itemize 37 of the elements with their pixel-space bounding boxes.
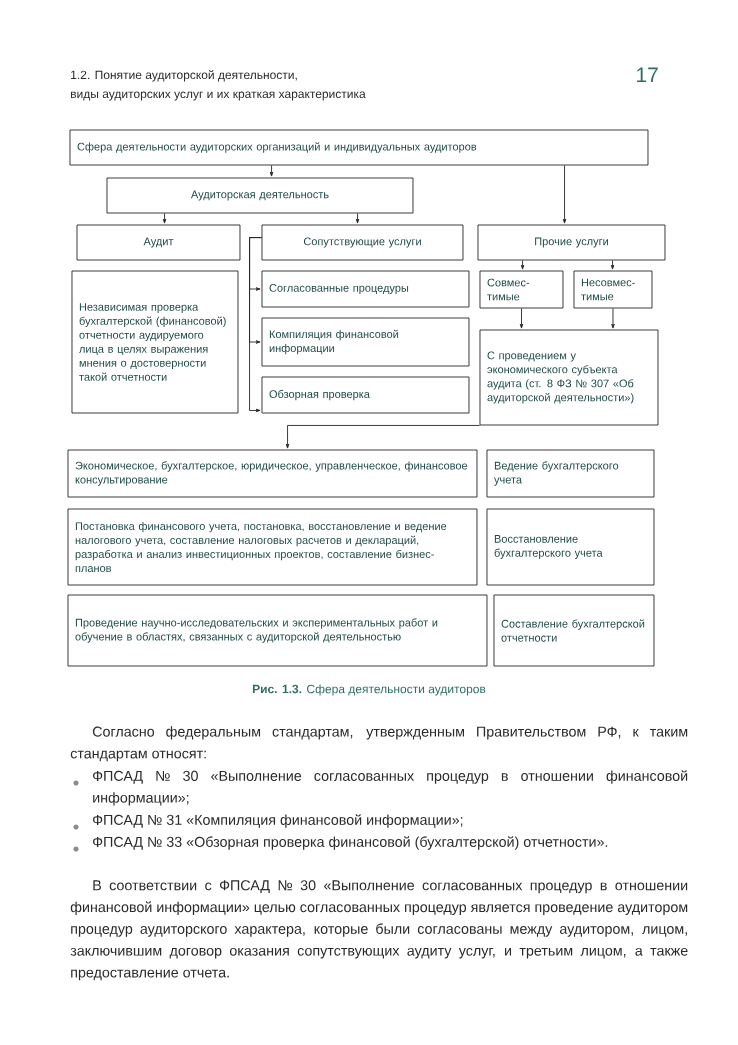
paragraph: Согласно федеральным стандартам, утвержденным Правительством РФ, к таким стандартам относят: — [70, 726, 688, 762]
process-box: Аудит — [76, 224, 241, 261]
list-item: ФПСАД № 33 «Обзорная проверка финансовой (бухгалтерской) отчетности». — [93, 836, 608, 850]
process-box: Постановка финансового учета, постановка, восстановление и ведение налогового учета, составление налоговых расчетов и деклараций, разработка и анализ инвестиционных проектов, составление бизнес-планов — [67, 508, 478, 586]
page-number: 17 — [637, 67, 658, 82]
arrow — [249, 237, 262, 413]
arrow — [355, 213, 360, 224]
arrow — [519, 308, 524, 329]
process-box: Проведение научно-исследовательских и экспериментальных работ и обучение в областях, связанных с аудиторской деятельностью — [67, 594, 488, 667]
list-item: ФПСАД № 30 «Выполнение согласованных процедур в отношении финансовой информации»; — [93, 770, 688, 806]
process-box: Аудиторская деятельность — [106, 177, 414, 214]
process-box: Обзорная проверка — [261, 376, 470, 414]
process-box: Сопутствующие услуги — [261, 224, 464, 261]
process-box: Компиляция финансовой информации — [261, 317, 470, 367]
process-box: Несовмес-тимые — [573, 270, 653, 309]
arrow — [610, 260, 615, 270]
running-header: виды аудиторских услуг и их краткая характеристика — [71, 91, 366, 101]
arrow — [520, 260, 525, 270]
figure-caption: Рис. 1.3. Сфера деятельности аудиторов — [252, 684, 486, 696]
process-box: Восстановление бухгалтерского учета — [486, 508, 655, 586]
process-box: Прочие услуги — [477, 224, 666, 261]
process-box: С проведением у экономического субъекта аудита (ст. 8 ФЗ № 307 «Об аудиторской деятельности») — [479, 329, 659, 426]
arrow — [562, 165, 567, 224]
process-box: Ведение бухгалтерского учета — [486, 449, 655, 498]
process-box: Сфера деятельности аудиторских организаций и индивидуальных аудиторов — [69, 129, 649, 166]
process-box: Совмес-тимые — [479, 270, 564, 309]
arrow — [269, 165, 274, 177]
process-box: Экономическое, бухгалтерское, юридическое, управленческое, финансовое консультирование — [67, 449, 478, 498]
list-item: ФПСАД № 31 «Компиляция финансовой информации»; — [93, 814, 463, 828]
paragraph: В соответствии с ФПСАД № 30 «Выполнение согласованных процедур в отношении финансовой информации» целью согласованных процедур является проведение аудитором процедур аудиторского характера, которые были согласованы между аудитором, лицом, заключившим договор оказания сопутствующих аудиту услуг, и третьим лицом, а также предоставление отчета. — [70, 880, 688, 981]
process-box: Независимая проверка бухгалтерской (финансовой) отчетности аудируемого лица в целях выражения мнения о достоверности такой отчетности — [71, 270, 239, 414]
process-box: Составление бухгалтерской отчетности — [493, 594, 655, 667]
process-box: Согласованные процедуры — [261, 270, 470, 308]
arrow — [611, 308, 615, 329]
running-header: 1.2. Понятие аудиторской деятельности, — [71, 70, 297, 82]
arrow — [285, 425, 480, 449]
arrow — [162, 213, 167, 224]
